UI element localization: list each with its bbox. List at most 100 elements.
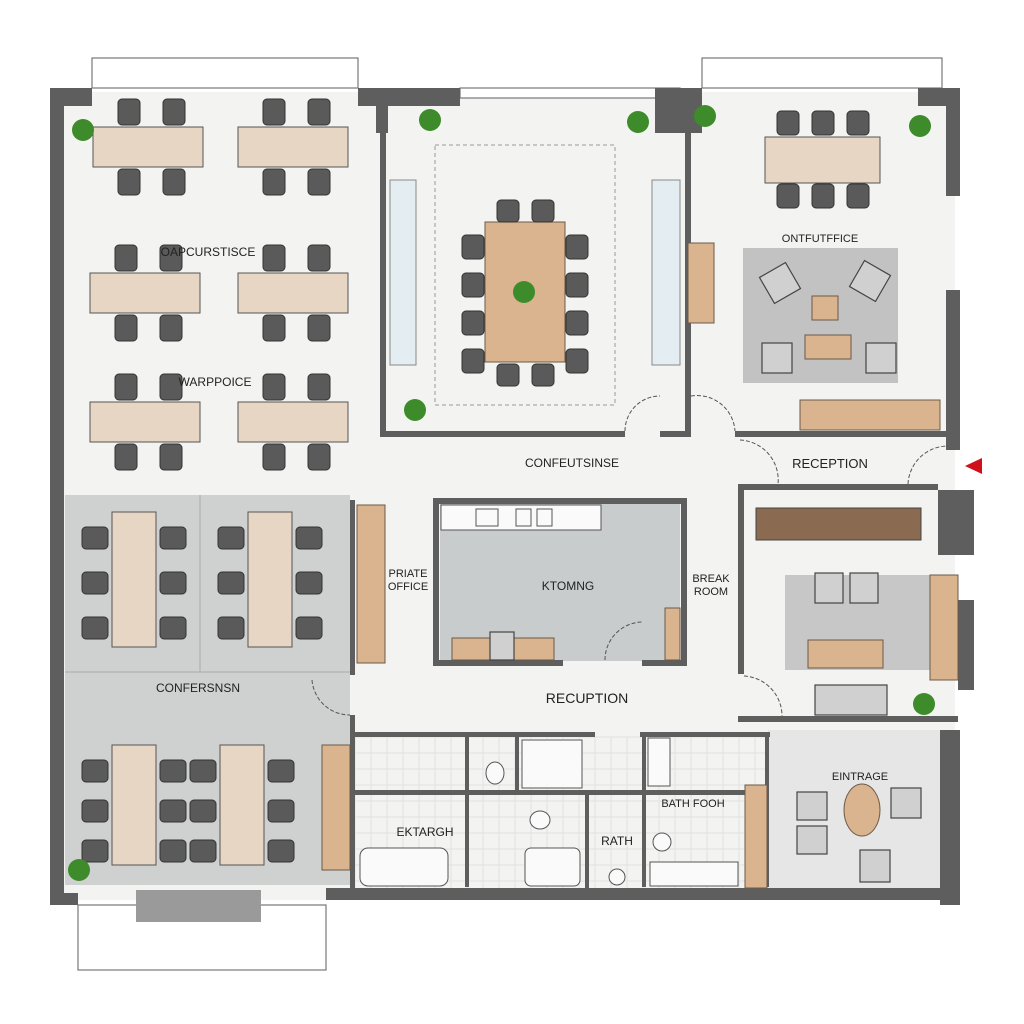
office-chair[interactable] [217, 571, 245, 595]
office-chair[interactable] [159, 799, 187, 823]
desk[interactable] [111, 744, 157, 866]
office-chair[interactable] [262, 373, 286, 401]
desk[interactable] [237, 272, 349, 314]
office-chair[interactable] [159, 571, 187, 595]
desk[interactable] [219, 744, 265, 866]
office-chair[interactable] [189, 839, 217, 863]
office-chair[interactable] [159, 373, 183, 401]
credenza [799, 399, 941, 431]
office-chair[interactable] [307, 98, 331, 126]
office-chair[interactable] [295, 616, 323, 640]
office-chair[interactable] [307, 168, 331, 196]
desk[interactable] [111, 511, 157, 648]
office-chair[interactable] [846, 110, 870, 136]
office-chair[interactable] [262, 98, 286, 126]
office-chair[interactable] [262, 168, 286, 196]
toilet [529, 810, 551, 830]
armchair [814, 572, 844, 604]
office-chair[interactable] [267, 799, 295, 823]
conference-chair[interactable] [461, 310, 485, 336]
conference-chair[interactable] [496, 199, 520, 223]
desk[interactable] [92, 126, 204, 168]
desk[interactable] [247, 511, 293, 648]
office-chair[interactable] [295, 571, 323, 595]
office-chair[interactable] [117, 98, 141, 126]
office-chair[interactable] [776, 110, 800, 136]
office-chair[interactable] [811, 183, 835, 209]
conference-chair[interactable] [461, 272, 485, 298]
office-chair[interactable] [159, 759, 187, 783]
conference-chair[interactable] [565, 310, 589, 336]
office-chair[interactable] [189, 799, 217, 823]
office-chair[interactable] [114, 373, 138, 401]
office-chair[interactable] [307, 373, 331, 401]
office-chair[interactable] [159, 526, 187, 550]
office-chair[interactable] [307, 443, 331, 471]
office-chair[interactable] [776, 183, 800, 209]
office-chair[interactable] [846, 183, 870, 209]
office-chair[interactable] [81, 799, 109, 823]
conference-chair[interactable] [565, 348, 589, 374]
desk[interactable] [89, 272, 201, 314]
office-chair[interactable] [162, 168, 186, 196]
office-chair[interactable] [295, 526, 323, 550]
conference-chair[interactable] [565, 272, 589, 298]
side-table [811, 295, 839, 321]
office-chair[interactable] [81, 839, 109, 863]
office-chair[interactable] [267, 839, 295, 863]
office-chair[interactable] [262, 244, 286, 272]
door-swing[interactable] [604, 621, 643, 661]
conference-chair[interactable] [461, 234, 485, 260]
door-swing[interactable] [743, 675, 783, 717]
office-chair[interactable] [217, 526, 245, 550]
office-chair[interactable] [189, 759, 217, 783]
office-chair[interactable] [81, 616, 109, 640]
office-chair[interactable] [159, 314, 183, 342]
private-office-cabinet [356, 504, 386, 664]
conference-chair[interactable] [461, 348, 485, 374]
door-swing[interactable] [624, 395, 661, 432]
door-swing[interactable] [690, 395, 736, 432]
armchair [761, 342, 793, 374]
conference-chair[interactable] [565, 234, 589, 260]
office-chair[interactable] [159, 443, 183, 471]
conference-chair[interactable] [496, 363, 520, 387]
desk[interactable] [89, 401, 201, 443]
door-swing[interactable] [907, 445, 949, 485]
office-chair[interactable] [217, 616, 245, 640]
window-conference [459, 87, 681, 99]
office-chair[interactable] [81, 526, 109, 550]
armchair [859, 849, 891, 883]
office-chair[interactable] [159, 616, 187, 640]
desk[interactable] [764, 136, 881, 184]
office-chair[interactable] [159, 839, 187, 863]
entrance-cabinet [744, 784, 768, 889]
office-chair[interactable] [811, 110, 835, 136]
conference-chair[interactable] [531, 363, 555, 387]
office-chair[interactable] [307, 314, 331, 342]
door-swing[interactable] [739, 439, 779, 485]
office-chair[interactable] [267, 759, 295, 783]
office-chair[interactable] [114, 443, 138, 471]
desk[interactable] [237, 401, 349, 443]
room-label: WARPPOICE [179, 375, 252, 389]
room-label: CONFEUTSINSE [525, 456, 619, 470]
walls [50, 88, 974, 905]
armchair [849, 572, 879, 604]
office-chair[interactable] [117, 168, 141, 196]
office-chair[interactable] [81, 571, 109, 595]
office-chair[interactable] [162, 98, 186, 126]
armchair [758, 261, 802, 305]
door-swing[interactable] [311, 679, 351, 716]
office-chair[interactable] [307, 244, 331, 272]
office-chair[interactable] [114, 314, 138, 342]
office-chair[interactable] [114, 244, 138, 272]
plant-icon [913, 693, 935, 715]
office-chair[interactable] [262, 314, 286, 342]
office-chair[interactable] [262, 443, 286, 471]
office-chair[interactable] [159, 244, 183, 272]
room-label: ONTFUTFFICE [782, 233, 858, 245]
office-chair[interactable] [81, 759, 109, 783]
conference-chair[interactable] [531, 199, 555, 223]
desk[interactable] [237, 126, 349, 168]
